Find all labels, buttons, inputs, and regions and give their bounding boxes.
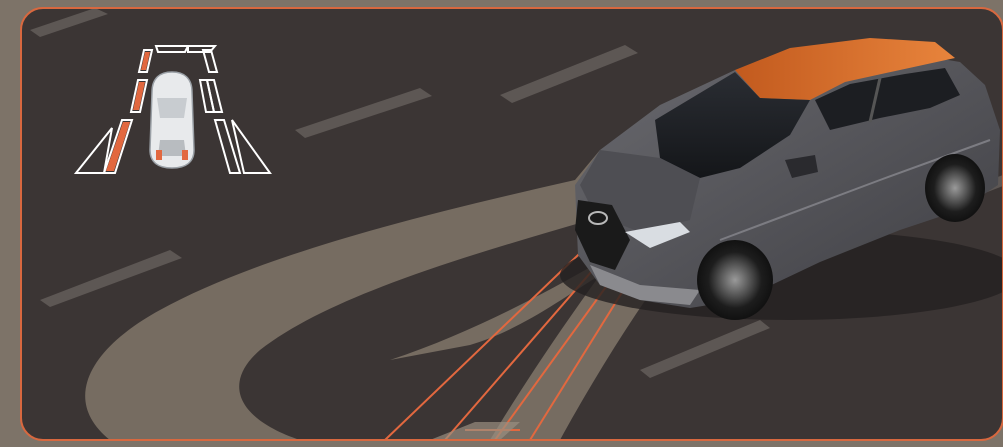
inset-car-windshield — [157, 98, 187, 118]
inset-car-taillight-left — [156, 150, 162, 160]
inset-car-rear-window — [158, 140, 186, 156]
inset-car — [150, 72, 194, 168]
rear-wheel — [925, 154, 985, 222]
front-wheel — [697, 240, 773, 320]
inset-car-taillight-right — [182, 150, 188, 160]
